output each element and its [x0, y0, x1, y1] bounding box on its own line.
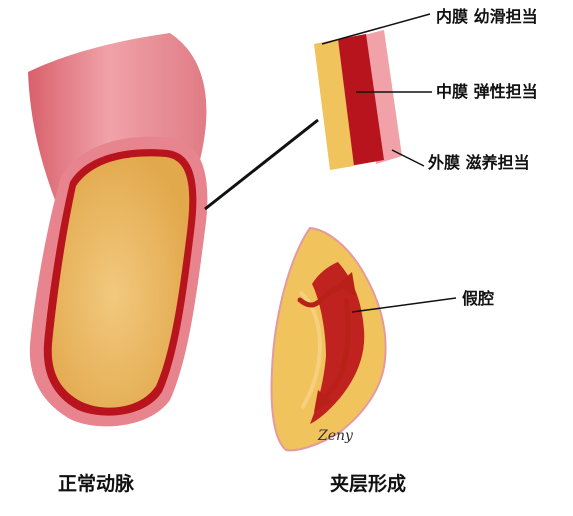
dissection	[270, 226, 387, 452]
flow-arrowhead-upper	[336, 272, 356, 296]
label-media: 中膜 弹性担当	[436, 82, 538, 101]
label-adventitia: 外膜 滋养担当	[427, 153, 530, 172]
artery-lumen	[51, 156, 190, 408]
label-false-lumen: 假腔	[462, 289, 494, 308]
adventitia-leader-line	[391, 149, 425, 167]
flow-arrow-upper	[297, 283, 345, 308]
label-intima: 内膜 幼滑担当	[436, 7, 538, 26]
flow-arrowhead-lower	[314, 390, 332, 412]
flow-arrow-lower	[319, 297, 351, 403]
false-lumen	[310, 262, 365, 424]
artery-outer-wall	[28, 33, 207, 200]
wall-layer-strip	[314, 30, 402, 170]
caption-dissection-formation: 夹层形成	[330, 472, 406, 495]
layer-intima	[314, 39, 354, 170]
layer-adventitia	[360, 30, 402, 164]
caption-normal-artery: 正常动脉	[58, 472, 135, 495]
normal-artery	[28, 33, 208, 427]
signature: Zeny	[317, 428, 354, 444]
intima-leader-line	[321, 13, 431, 45]
zoom-connector-line	[204, 118, 319, 211]
false-lumen-leader-line	[351, 297, 457, 313]
